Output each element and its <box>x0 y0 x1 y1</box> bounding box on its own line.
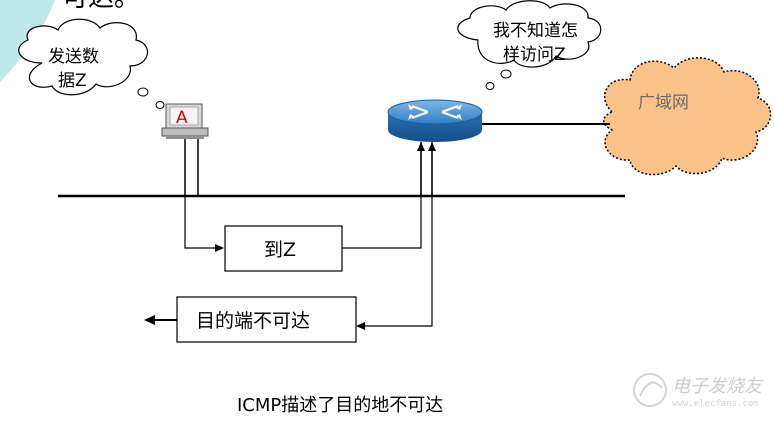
forward-box <box>224 225 343 272</box>
wan-cloud: 广域网 <box>603 57 772 176</box>
host-computer-icon: A <box>161 103 209 139</box>
forward-arrowhead-router <box>417 142 425 151</box>
diagram-caption: ICMP描述了目的地不可达 <box>237 395 443 416</box>
error-arrowhead-sender <box>144 315 155 325</box>
error-arrowhead-box <box>356 322 365 330</box>
router-thought-line-2: 样访问Z <box>503 45 566 65</box>
forward-box-label: 到Z <box>264 239 296 261</box>
watermark-url: www.elecfans.com <box>672 399 759 409</box>
wan-label: 广域网 <box>638 93 689 113</box>
router-thought-cloud: 我不知道怎 样访问Z <box>457 0 602 90</box>
router-icon <box>387 99 483 142</box>
sender-thought-line-2: 据Z <box>58 71 87 91</box>
forward-path-to-box <box>184 196 218 249</box>
error-box <box>176 296 357 343</box>
watermark: 电子发烧友 www.elecfans.com <box>633 373 764 409</box>
forward-arrowhead-box <box>215 244 224 252</box>
router-thought-line-1: 我不知道怎 <box>493 21 578 41</box>
host-label: A <box>176 108 188 128</box>
error-arrowhead-router <box>428 142 436 151</box>
sender-thought-line-1: 发送数 <box>48 47 99 67</box>
sender-thought-cloud: 发送数 据Z <box>18 18 165 109</box>
watermark-brand: 电子发烧友 <box>672 376 764 397</box>
error-path-from-router <box>362 148 433 327</box>
forward-path-to-router <box>342 148 422 249</box>
title-fragment: 可达。 <box>62 0 140 13</box>
error-box-label: 目的端不可达 <box>196 310 310 332</box>
